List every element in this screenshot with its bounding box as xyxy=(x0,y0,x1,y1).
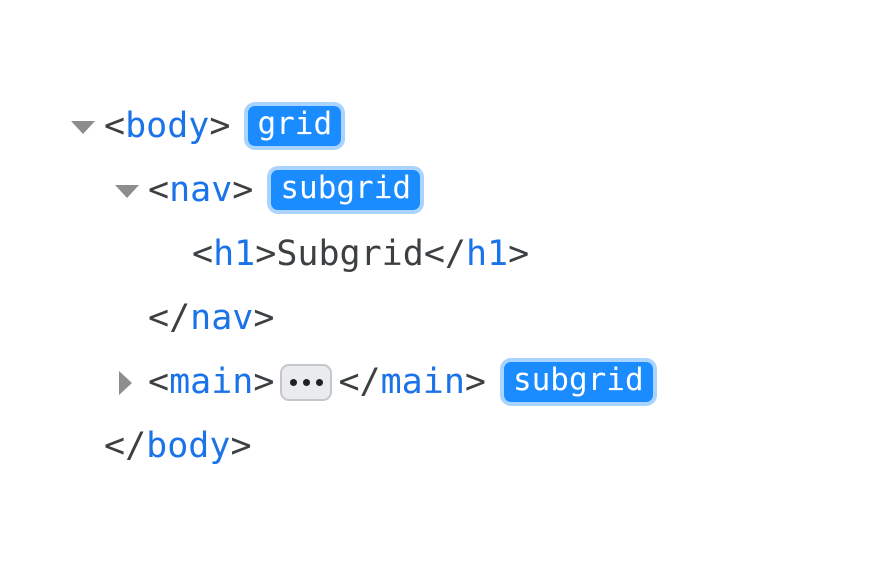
disclosure-spacer xyxy=(68,431,98,461)
disclosure-spacer xyxy=(156,239,186,269)
angle-bracket-close: > xyxy=(209,105,231,146)
angle-bracket-close: > xyxy=(253,361,275,402)
dom-node-tag-body-close: </body> xyxy=(104,425,252,466)
tag-name-h1-open: h1 xyxy=(213,233,256,274)
angle-bracket-close: > xyxy=(232,169,254,210)
dom-inspector-tree: <body> grid <nav> subgrid <h1>Subgrid</h… xyxy=(0,94,886,478)
dom-node-h1-element: <h1>Subgrid</h1> xyxy=(192,233,530,274)
dom-node-row-body-close[interactable]: </body> xyxy=(0,414,886,478)
dom-node-tag-body-open: <body> xyxy=(104,105,231,146)
disclosure-spacer xyxy=(112,303,142,333)
angle-bracket-end-open: </ xyxy=(423,233,466,274)
tag-name-nav: nav xyxy=(190,297,254,338)
subgrid-badge-nav[interactable]: subgrid xyxy=(271,170,421,210)
disclosure-triangle-collapsed-icon[interactable] xyxy=(112,367,142,397)
dom-node-tag-nav-close: </nav> xyxy=(148,297,275,338)
dom-node-row-body-open[interactable]: <body> grid xyxy=(0,94,886,158)
tag-name-body: body xyxy=(125,105,210,146)
tag-name-main-open: main xyxy=(169,361,254,402)
grid-badge-body[interactable]: grid xyxy=(248,106,342,146)
dom-node-row-main-collapsed[interactable]: <main> </main> subgrid xyxy=(0,350,886,414)
angle-bracket-close: > xyxy=(230,425,252,466)
expand-children-ellipsis-icon[interactable] xyxy=(280,363,333,401)
angle-bracket-open: < xyxy=(104,105,126,146)
ellipsis-dot xyxy=(289,378,297,386)
dom-node-tag-nav-open: <nav> xyxy=(148,169,254,210)
angle-bracket-end-open: </ xyxy=(338,361,381,402)
dom-node-tag-main-open: <main> xyxy=(148,361,275,402)
angle-bracket-end-close: > xyxy=(464,361,486,402)
angle-bracket-end-open: </ xyxy=(104,425,147,466)
ellipsis-dot xyxy=(315,378,323,386)
angle-bracket-end-close: > xyxy=(508,233,530,274)
disclosure-triangle-expanded-icon[interactable] xyxy=(112,175,142,205)
dom-node-row-h1[interactable]: <h1>Subgrid</h1> xyxy=(0,222,886,286)
tag-name-main-close: main xyxy=(380,361,465,402)
tag-name-body: body xyxy=(146,425,231,466)
angle-bracket-open: < xyxy=(148,169,170,210)
disclosure-triangle-expanded-icon[interactable] xyxy=(68,111,98,141)
tag-name-h1-close: h1 xyxy=(465,233,509,274)
angle-bracket-close: > xyxy=(253,297,275,338)
tag-name-nav: nav xyxy=(169,169,233,210)
angle-bracket-close: > xyxy=(255,233,277,274)
angle-bracket-end-open: </ xyxy=(148,297,191,338)
ellipsis-dot xyxy=(302,378,310,386)
angle-bracket-open: < xyxy=(192,233,214,274)
dom-node-row-nav-open[interactable]: <nav> subgrid xyxy=(0,158,886,222)
angle-bracket-open: < xyxy=(148,361,170,402)
text-node-subgrid[interactable]: Subgrid xyxy=(276,233,424,274)
subgrid-badge-main[interactable]: subgrid xyxy=(503,362,653,402)
dom-node-tag-main-close: </main> xyxy=(338,361,486,402)
dom-node-row-nav-close[interactable]: </nav> xyxy=(0,286,886,350)
